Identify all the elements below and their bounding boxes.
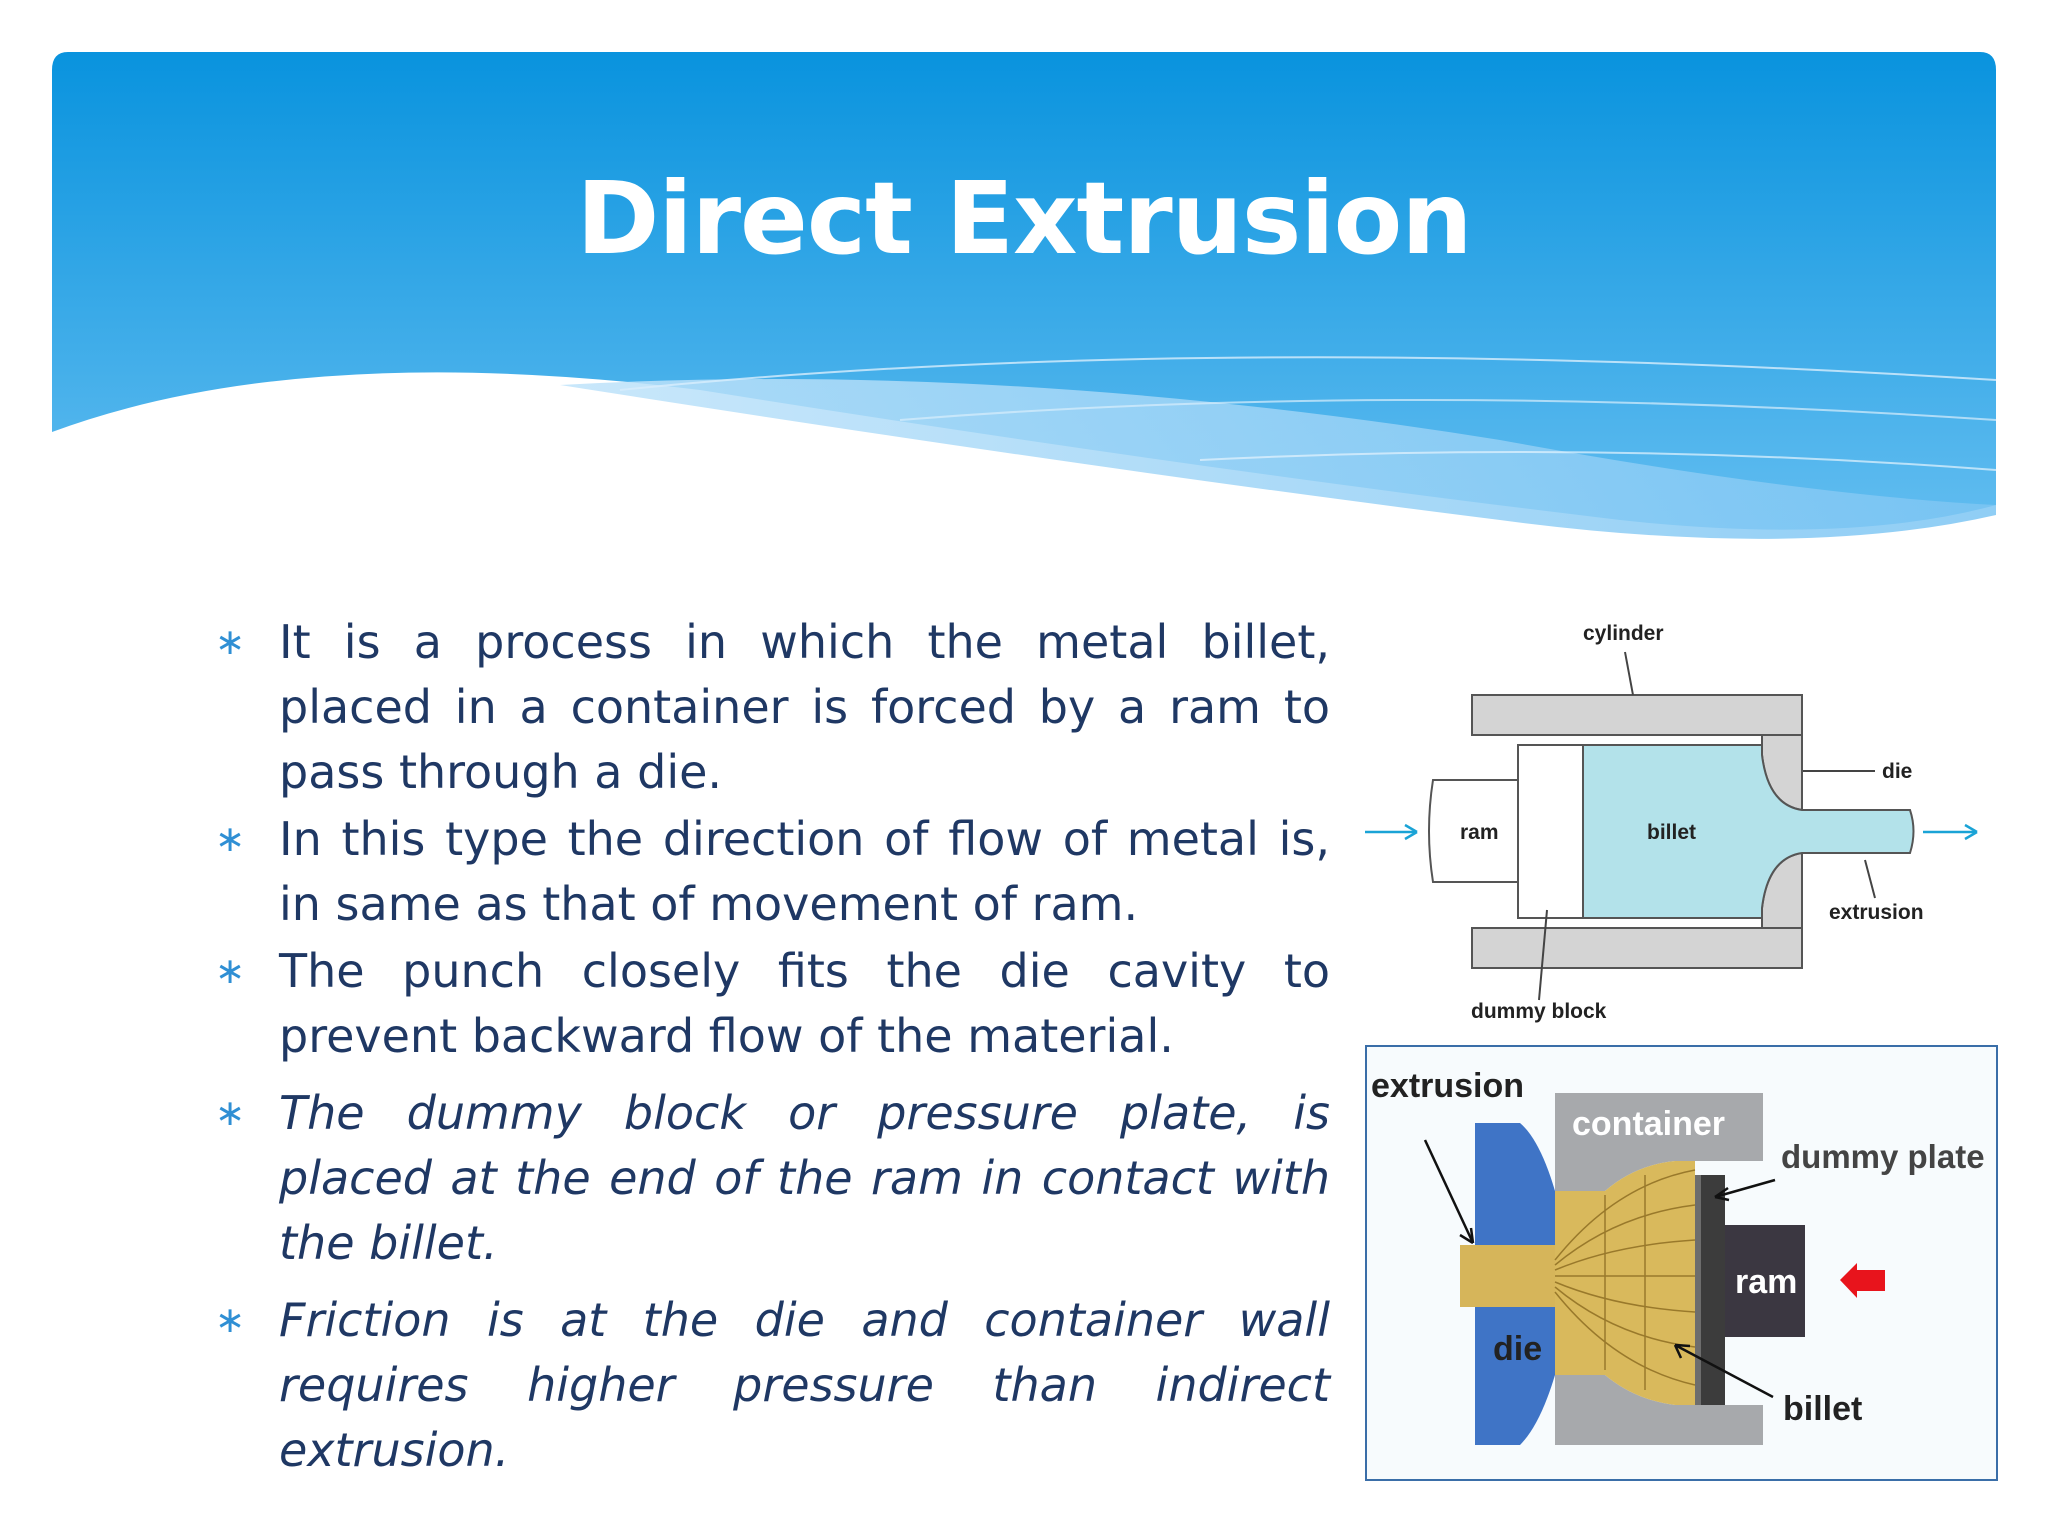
bullet-text: In this type the direction of flow of me… [279,812,1330,931]
label-cylinder: cylinder [1583,622,1664,645]
label-billet: billet [1647,821,1696,844]
label-dummy-plate: dummy plate [1781,1138,1985,1175]
bullet-item: ∗ The dummy block or pressure plate, is … [215,1081,1330,1276]
container-bottom [1555,1375,1763,1445]
dummy-plate-leader-arrow-icon [1714,1178,1776,1199]
ram-block [1725,1225,1805,1337]
bullet-marker-icon: ∗ [215,819,246,860]
label-container: container [1572,1105,1725,1143]
ram-body [1428,779,1519,883]
bullet-marker-icon: ∗ [215,1093,246,1134]
bullet-list: ∗ It is a process in which the metal bil… [215,610,1330,1483]
direct-extrusion-illustration: extrusion container dummy plate ram die … [1365,1045,1998,1481]
label-ram: ram [1735,1263,1797,1301]
label-extrusion: extrusion [1829,901,1924,924]
label-ram: ram [1460,821,1499,844]
direct-extrusion-schematic: cylinder die ram billet extrusion dummy … [1365,622,1978,1023]
container-top [1555,1093,1763,1191]
bullet-text: The dummy block or pressure plate, is pl… [279,1086,1330,1270]
bullet-text: It is a process in which the metal bille… [279,615,1330,799]
bullet-text: Friction is at the die and container wal… [279,1293,1330,1477]
bullet-item: ∗ It is a process in which the metal bil… [215,610,1330,805]
label-extrusion: extrusion [1371,1067,1524,1105]
cylinder-top-wall [1471,694,1803,736]
extrusion-direction-arrow-icon [1923,823,1978,841]
dummy-block [1517,744,1584,919]
force-arrow-icon [1840,1263,1885,1298]
bullet-text: The punch closely fits the die cavity to… [279,944,1330,1063]
label-billet: billet [1783,1390,1862,1428]
label-dummy-block: dummy block [1471,1000,1607,1023]
cylinder-bottom-wall [1471,927,1803,969]
extruded-product [1460,1245,1555,1307]
label-die: die [1493,1330,1542,1368]
extrusion-leader-arrow-icon [1423,1139,1475,1244]
billet-leader-arrow-icon [1674,1343,1774,1399]
ram-direction-arrow-icon [1365,823,1418,841]
bullet-marker-icon: ∗ [215,622,246,663]
bullet-item: ∗ In this type the direction of flow of … [215,807,1330,937]
bullet-marker-icon: ∗ [215,1300,246,1341]
bullet-item: ∗ Friction is at the die and container w… [215,1288,1330,1483]
billet-shape [1582,744,1915,919]
bullet-item: ∗ The punch closely fits the die cavity … [215,939,1330,1069]
label-die: die [1882,760,1912,783]
slide-title: Direct Extrusion [576,160,1472,277]
bullet-marker-icon: ∗ [215,951,246,992]
